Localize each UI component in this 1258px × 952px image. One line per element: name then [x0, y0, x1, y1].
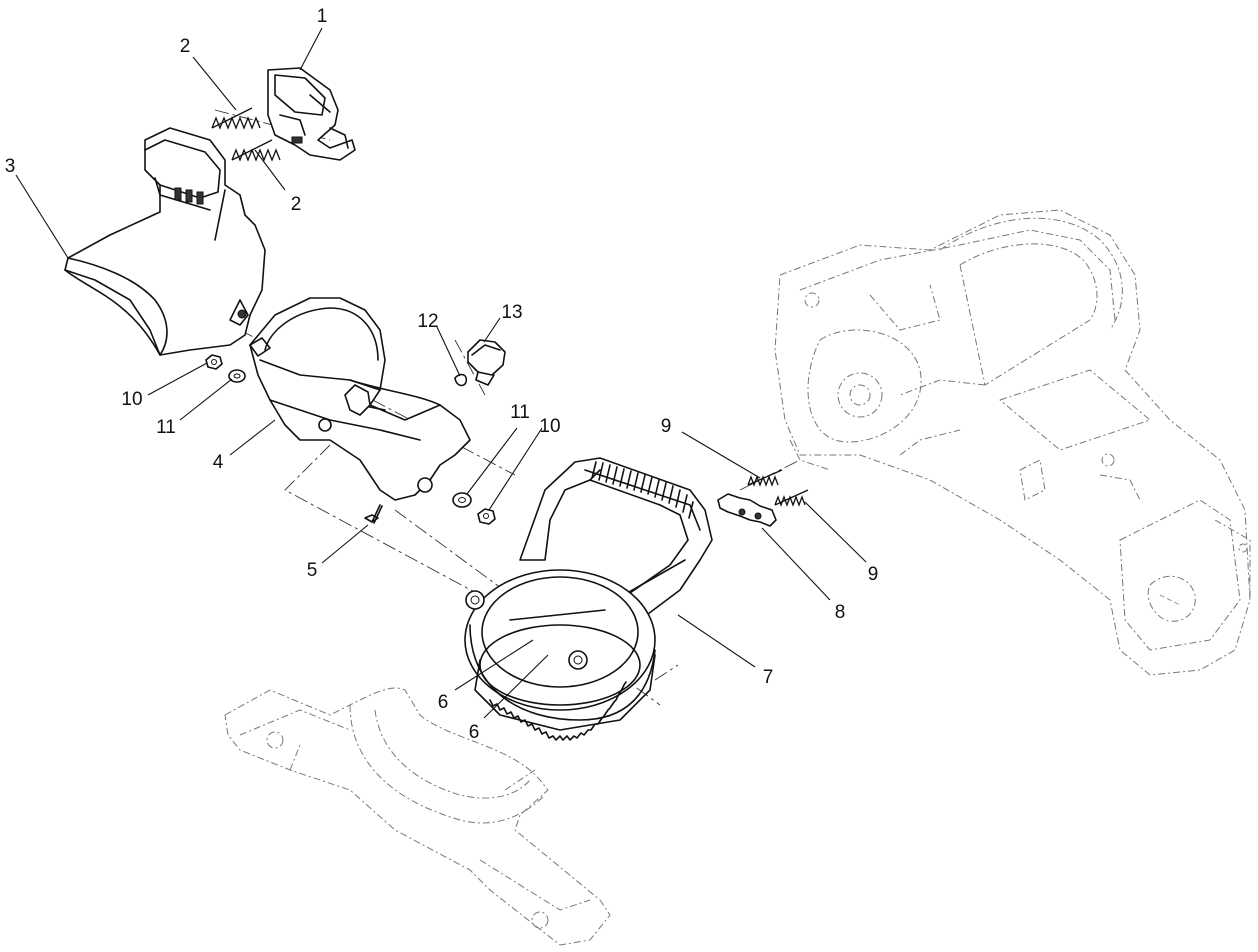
callout-labels: 1 2 2 3 4 5 6 6 7 8 9 9 10 10 11 11 12 1… — [5, 6, 879, 743]
part-nut-washer-left — [205, 354, 246, 383]
part-pawl-8 — [717, 493, 777, 527]
leader-lines — [15, 27, 867, 719]
part-upper-chute — [64, 127, 266, 356]
callout-13: 13 — [501, 302, 522, 323]
part-nut-washer-right — [452, 492, 496, 525]
callout-11-left: 11 — [156, 417, 176, 438]
part-springs-2 — [211, 107, 281, 162]
part-bolt-5 — [364, 504, 383, 524]
part-pin-12 — [454, 373, 468, 387]
part-chute-base-7 — [464, 457, 713, 741]
callout-9-lower: 9 — [868, 564, 879, 585]
callout-3: 3 — [5, 156, 16, 177]
callout-6-lower: 6 — [469, 722, 480, 743]
callout-10-right: 10 — [539, 416, 560, 437]
part-chute-bracket — [249, 297, 471, 501]
callout-2-lower: 2 — [291, 194, 302, 215]
callout-6-upper: 6 — [438, 692, 449, 713]
callout-12: 12 — [417, 311, 438, 332]
callout-9-upper: 9 — [661, 416, 672, 437]
callout-5: 5 — [307, 560, 318, 581]
part-deflector-housing — [267, 67, 356, 161]
part-knob-13 — [467, 339, 506, 386]
part-springs-9 — [747, 469, 809, 507]
callout-11-right: 11 — [510, 402, 530, 423]
callout-4: 4 — [213, 452, 224, 473]
callout-7: 7 — [763, 667, 774, 688]
gear-teeth — [489, 681, 627, 741]
callout-1: 1 — [317, 6, 328, 27]
callout-8: 8 — [835, 602, 846, 623]
callout-2-upper: 2 — [180, 36, 191, 57]
frame-ghost — [224, 687, 611, 946]
handle-grip-ribs — [591, 461, 694, 519]
callout-10-left: 10 — [121, 389, 142, 410]
auger-housing-ghost — [774, 209, 1251, 676]
